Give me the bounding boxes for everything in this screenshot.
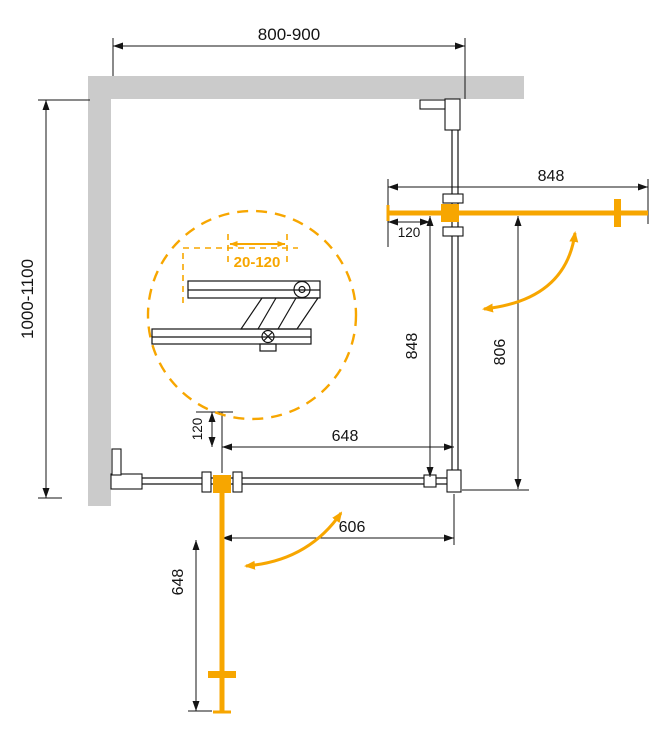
top-door-handle [614,199,621,227]
top-door-pivot-bracket [441,204,459,222]
top-wall-profile [444,98,461,131]
dimensions: 800-900 1000-1100 848 120 848 806 [18,25,649,712]
detail-bracket-mechanism [151,280,321,352]
bottom-door-clamp-left [201,471,212,493]
detail-adjustment-label: 20-120 [234,254,281,271]
dim-top-door-offset: 120 [388,218,430,240]
corner-connector [446,469,462,493]
bottom-door-pivot-bracket [213,475,231,493]
left-wall [88,76,111,506]
dim-front-door-height: 648 [170,540,212,712]
detail-callout: 20-120 [146,209,358,421]
top-door-clamp-upper [442,193,464,204]
dim-side-clearance: 806 [462,216,529,491]
dim-front-door-offset: 120 [190,411,233,447]
dim-label-side-panel-height: 848 [404,333,421,360]
bottom-door-clamp-right [232,471,243,493]
dim-overall-depth: 1000-1100 [18,99,90,499]
top-door-clamp-lower [442,226,464,237]
left-wall-profile [110,473,143,490]
dim-label-top-door-width: 848 [538,168,565,185]
bottom-door-swing-arrow [244,511,343,570]
dim-side-panel-height: 848 [404,216,434,477]
top-wall [88,76,524,99]
detail-circle [146,209,358,421]
dim-label-front-clearance: 606 [339,519,366,536]
dim-label-overall-depth: 1000-1100 [18,259,37,339]
bottom-door-handle [208,671,236,678]
glass-panels [110,98,462,493]
top-door [386,193,648,237]
top-wall-profile-flange [419,99,446,110]
dim-front-panel-width: 648 [221,412,454,473]
top-door-swing-arrow [482,231,579,313]
dim-label-front-door-height: 648 [170,569,187,596]
dim-overall-width: 800-900 [112,25,466,99]
left-wall-profile-flange [111,448,122,476]
dim-label-front-door-offset: 120 [190,418,205,441]
bottom-door [201,471,243,714]
detail-construction-line [182,247,298,303]
dim-label-side-clearance: 806 [492,339,509,366]
swing-arrows [244,231,579,570]
dim-top-door-width: 848 [387,168,649,247]
dim-label-top-door-offset: 120 [398,225,421,240]
walls [88,76,524,506]
dim-label-overall-width: 800-900 [258,25,320,44]
dim-label-front-panel-width: 648 [332,428,359,445]
